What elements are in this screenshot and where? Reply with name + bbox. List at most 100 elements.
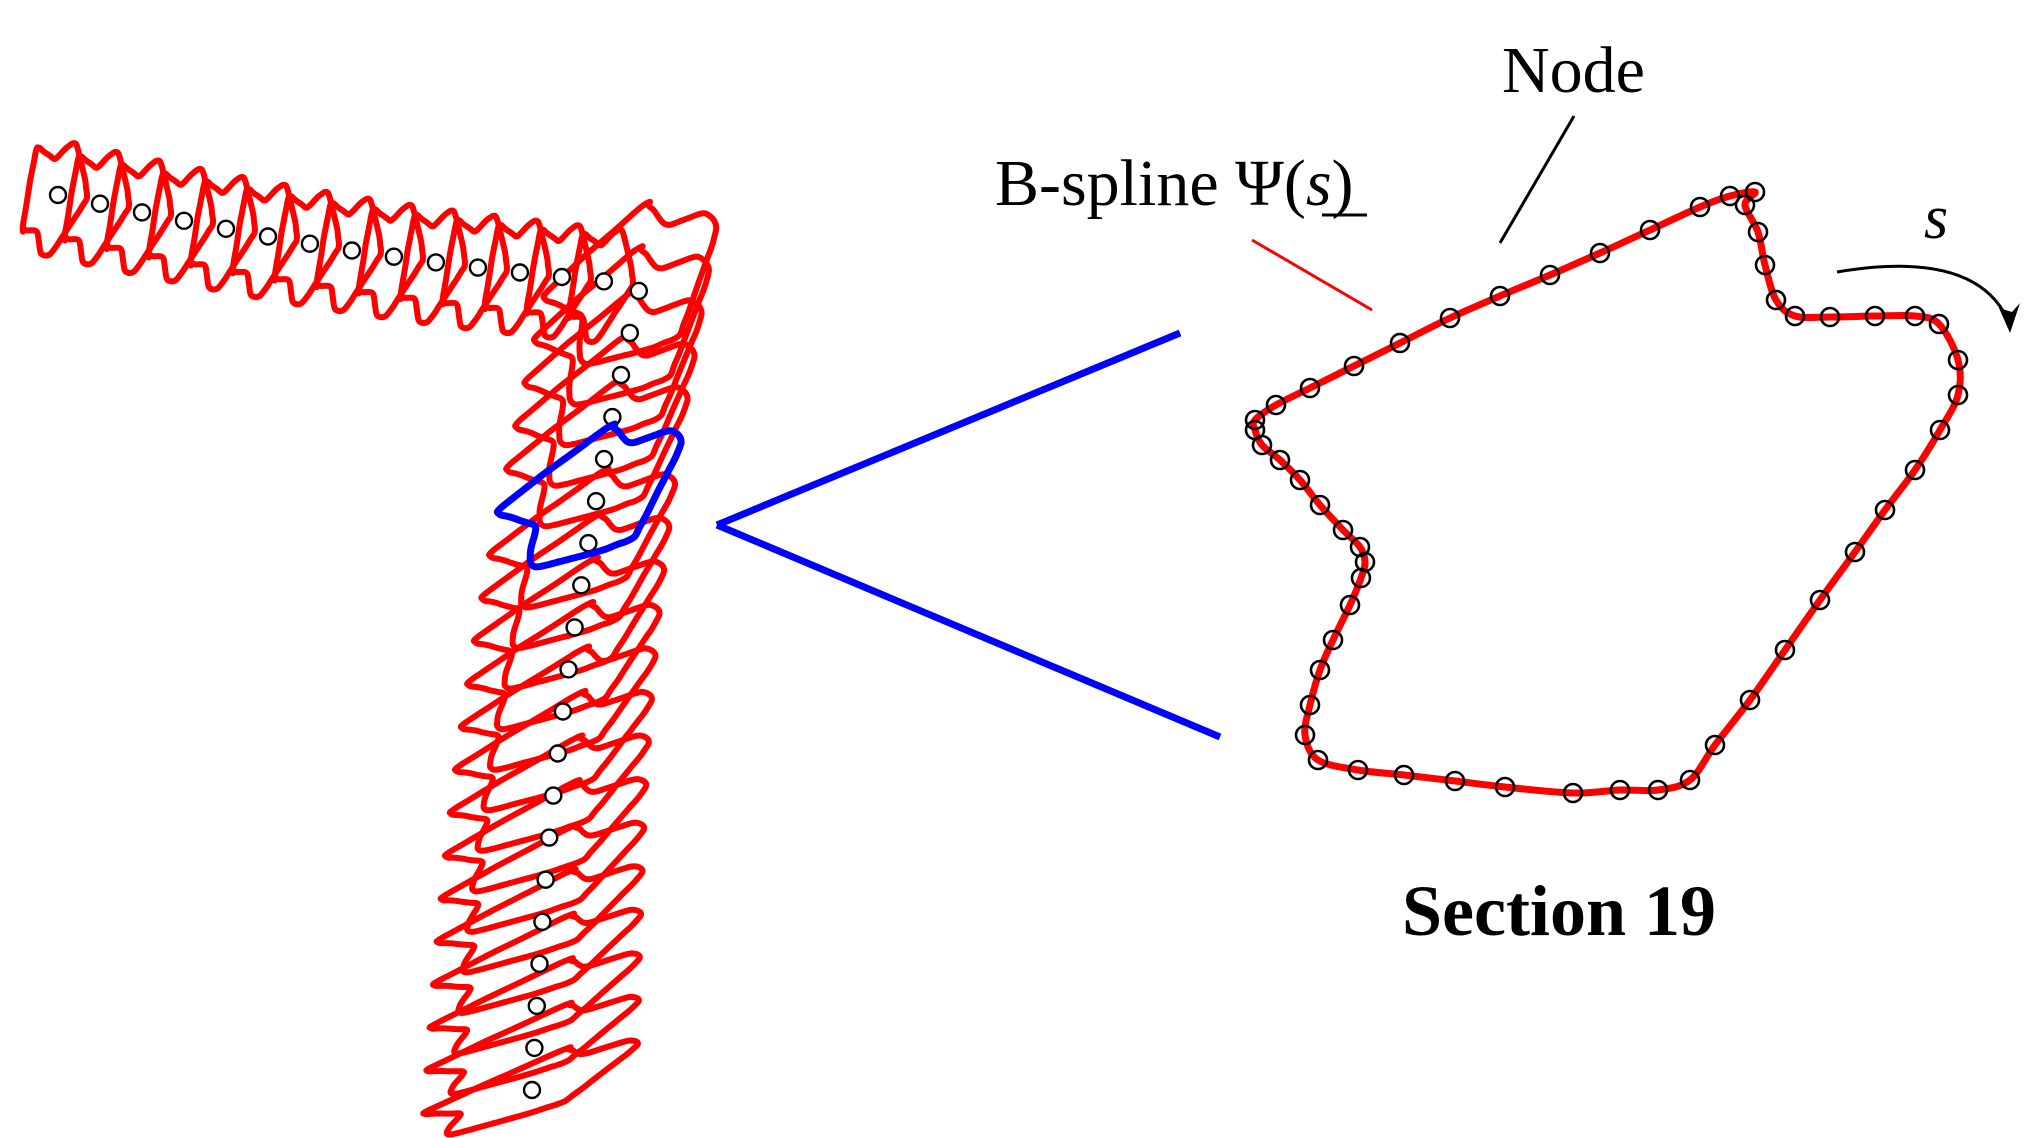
bspline-node xyxy=(1928,313,1950,335)
bspline-node xyxy=(1609,779,1631,801)
section-outline xyxy=(478,509,673,652)
centerline-node xyxy=(572,576,591,595)
zoom-line-upper xyxy=(715,329,1182,529)
bspline-node xyxy=(1494,776,1516,798)
bspline-leader-line xyxy=(1251,238,1373,312)
centerline-node xyxy=(611,365,631,385)
bspline-label: B-spline Ψ(s) xyxy=(995,147,1367,220)
bspline-node xyxy=(1389,332,1411,354)
bspline-node xyxy=(1299,377,1321,399)
bspline-curve xyxy=(1249,188,1964,797)
bspline-node xyxy=(1904,459,1926,481)
centerline-node xyxy=(629,281,648,301)
node-leader-line xyxy=(1498,115,1576,244)
bspline-node xyxy=(1747,221,1769,243)
bspline-node xyxy=(1744,181,1766,203)
section-outline xyxy=(420,1037,641,1138)
bspline-node xyxy=(1844,541,1866,563)
bspline-node xyxy=(1339,594,1361,616)
section-outline xyxy=(521,287,705,449)
bspline-prefix: B-spline xyxy=(995,147,1235,220)
bspline-node xyxy=(1309,494,1331,516)
centerline-node xyxy=(594,449,614,469)
bspline-node xyxy=(1489,285,1511,307)
centerline-node xyxy=(132,203,152,222)
centerline-node xyxy=(586,492,606,511)
centerline-node xyxy=(540,828,559,847)
centerline-node xyxy=(426,253,446,272)
bspline-node xyxy=(1809,589,1831,611)
section-outline xyxy=(486,465,679,611)
bspline-node xyxy=(1765,289,1787,311)
centerline-node xyxy=(216,219,236,239)
centerline-node xyxy=(48,185,68,205)
centerline-node xyxy=(527,996,546,1016)
section-title: Section 19 xyxy=(1402,871,1716,951)
centerline-node xyxy=(553,702,573,721)
bspline-node xyxy=(1904,305,1926,327)
bspline-node xyxy=(1774,639,1796,661)
centerline-node xyxy=(522,1080,542,1100)
bspline-node xyxy=(1639,219,1661,241)
centerline-node xyxy=(536,870,555,889)
bspline-node xyxy=(1874,499,1896,521)
centerline-node xyxy=(594,272,614,291)
bspline-node xyxy=(1349,536,1371,558)
psi-symbol: Ψ xyxy=(1235,147,1284,220)
bspline-node xyxy=(1309,659,1331,681)
bspline-nodes xyxy=(1244,181,1969,804)
s-direction-arrow xyxy=(1836,264,2020,333)
bspline-node xyxy=(1929,419,1951,441)
section-outline xyxy=(512,332,698,489)
centerline-node xyxy=(533,912,552,931)
section-outline xyxy=(540,198,720,367)
section-outline xyxy=(423,993,642,1097)
bspline-node xyxy=(1947,349,1969,371)
centerline-node xyxy=(525,1038,544,1058)
bspline-node xyxy=(1244,409,1266,431)
bspline-node xyxy=(1719,185,1741,207)
centerline-node xyxy=(548,744,567,763)
zoom-callout xyxy=(715,329,1222,741)
centerline-node xyxy=(552,267,572,287)
bspline-node xyxy=(1244,419,1266,441)
bspline-node xyxy=(1265,394,1287,416)
centerline-node xyxy=(530,954,549,973)
centerline-node xyxy=(559,660,578,679)
centerline-node xyxy=(342,241,362,260)
bspline-node xyxy=(1347,759,1369,781)
centerline-node xyxy=(384,247,404,266)
bspline-node xyxy=(1299,694,1321,716)
psi-close-paren: ) xyxy=(1332,147,1354,220)
centerline-node xyxy=(258,227,278,246)
bspline-node xyxy=(1679,769,1701,791)
bspline-node xyxy=(1739,689,1761,711)
centerline-node xyxy=(544,786,563,805)
centerline-node xyxy=(468,258,488,277)
bspline-node xyxy=(1947,384,1969,406)
s-axis-label: s xyxy=(1924,184,1948,252)
centerline-nodes xyxy=(48,185,648,1100)
section-outline xyxy=(530,243,712,408)
bspline-node xyxy=(1704,734,1726,756)
centerline-node xyxy=(174,211,194,231)
centerline-node xyxy=(620,323,639,343)
bspline-node xyxy=(1289,469,1311,491)
bspline-node xyxy=(1562,782,1584,804)
bspline-node xyxy=(1439,307,1461,329)
bspline-node xyxy=(1539,264,1561,286)
centerline-node xyxy=(565,618,584,637)
bspline-node xyxy=(1819,306,1841,328)
bspline-node xyxy=(1734,194,1756,216)
highlighted-section-19 xyxy=(493,420,685,571)
psi-argument: s xyxy=(1306,147,1332,220)
bspline-node xyxy=(1754,254,1776,276)
centerline-node xyxy=(90,194,110,213)
bspline-node xyxy=(1589,242,1611,264)
zoom-line-lower xyxy=(715,521,1222,741)
bspline-node xyxy=(1322,629,1344,651)
bspline-node xyxy=(1294,724,1316,746)
section-outline xyxy=(503,376,691,530)
psi-open-paren: ( xyxy=(1284,147,1306,220)
